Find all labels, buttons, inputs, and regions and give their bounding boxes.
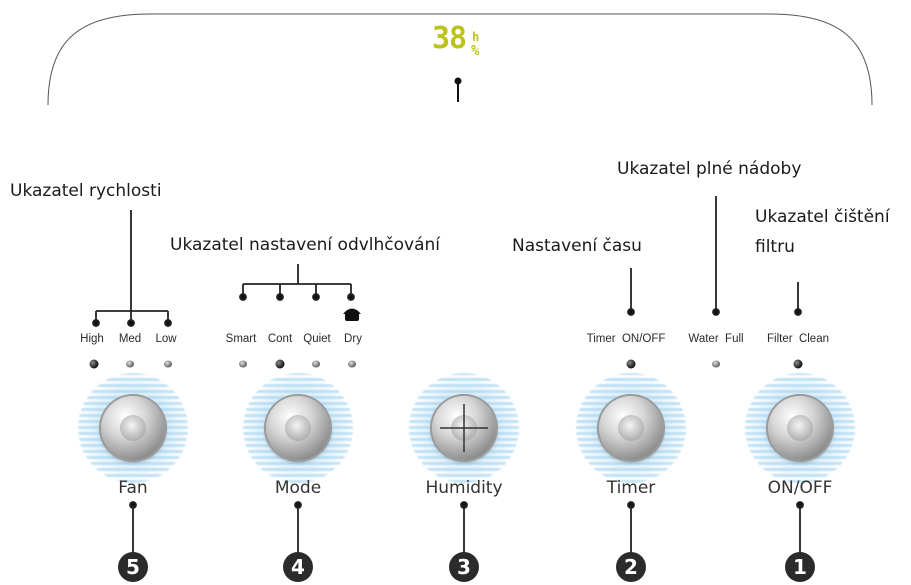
- label-cont: Cont: [267, 333, 293, 345]
- onoff-button[interactable]: [768, 396, 832, 460]
- fan-label: Fan: [118, 478, 148, 498]
- onoff-label: ON/OFF: [767, 478, 833, 498]
- timer-label: Timer: [606, 478, 656, 498]
- callout-speed: Ukazatel rychlosti: [10, 181, 162, 201]
- fan-button[interactable]: [101, 396, 165, 460]
- label-dry: Dry: [344, 333, 362, 345]
- label-water-full: Water Full: [688, 333, 744, 345]
- label-timer-onoff: Timer ON/OFF: [586, 333, 666, 345]
- led-low: [164, 360, 172, 368]
- callout-filter-1: Ukazatel čištění: [755, 207, 890, 227]
- label-smart: Smart: [225, 333, 257, 345]
- label-quiet: Quiet: [303, 333, 331, 345]
- humidity-button[interactable]: [432, 396, 496, 460]
- led-dry: [348, 360, 356, 368]
- label-low: Low: [155, 333, 177, 345]
- display-unit-percent: %: [471, 43, 480, 59]
- display-unit-hours: h: [472, 30, 479, 44]
- led-high: [89, 359, 99, 369]
- led-filter-clean: [793, 359, 803, 369]
- callout-dehumidify: Ukazatel nastavení odvlhčování: [170, 235, 441, 255]
- humidity-cross-icon: [440, 404, 488, 452]
- humidity-label: Humidity: [425, 478, 503, 498]
- callout-filter-2: filtru: [755, 237, 795, 257]
- mode-button[interactable]: [266, 396, 330, 460]
- timer-button[interactable]: [599, 396, 663, 460]
- badge-4: 4: [283, 552, 313, 582]
- label-filter-clean: Filter Clean: [767, 333, 829, 345]
- dry-icon: [343, 308, 361, 321]
- badge-5: 5: [118, 552, 148, 582]
- display-digits: 38: [432, 21, 467, 56]
- led-quiet: [312, 360, 320, 368]
- speed-bracket: [92, 210, 172, 327]
- callout-time: Nastavení času: [512, 236, 642, 256]
- mode-label: Mode: [274, 478, 322, 498]
- led-cont: [275, 359, 285, 369]
- led-water-full: [712, 360, 720, 368]
- panel-outline: [47, 13, 873, 106]
- label-high: High: [80, 333, 104, 345]
- badge-3: 3: [449, 552, 479, 582]
- callout-tank-full: Ukazatel plné nádoby: [617, 159, 802, 179]
- led-smart: [239, 360, 247, 368]
- badge-1: 1: [785, 552, 815, 582]
- label-med: Med: [118, 333, 142, 345]
- humidity-display: 38 h %: [432, 21, 480, 60]
- led-timer: [626, 359, 636, 369]
- led-med: [126, 360, 134, 368]
- badge-2: 2: [616, 552, 646, 582]
- mode-bracket: [239, 264, 355, 301]
